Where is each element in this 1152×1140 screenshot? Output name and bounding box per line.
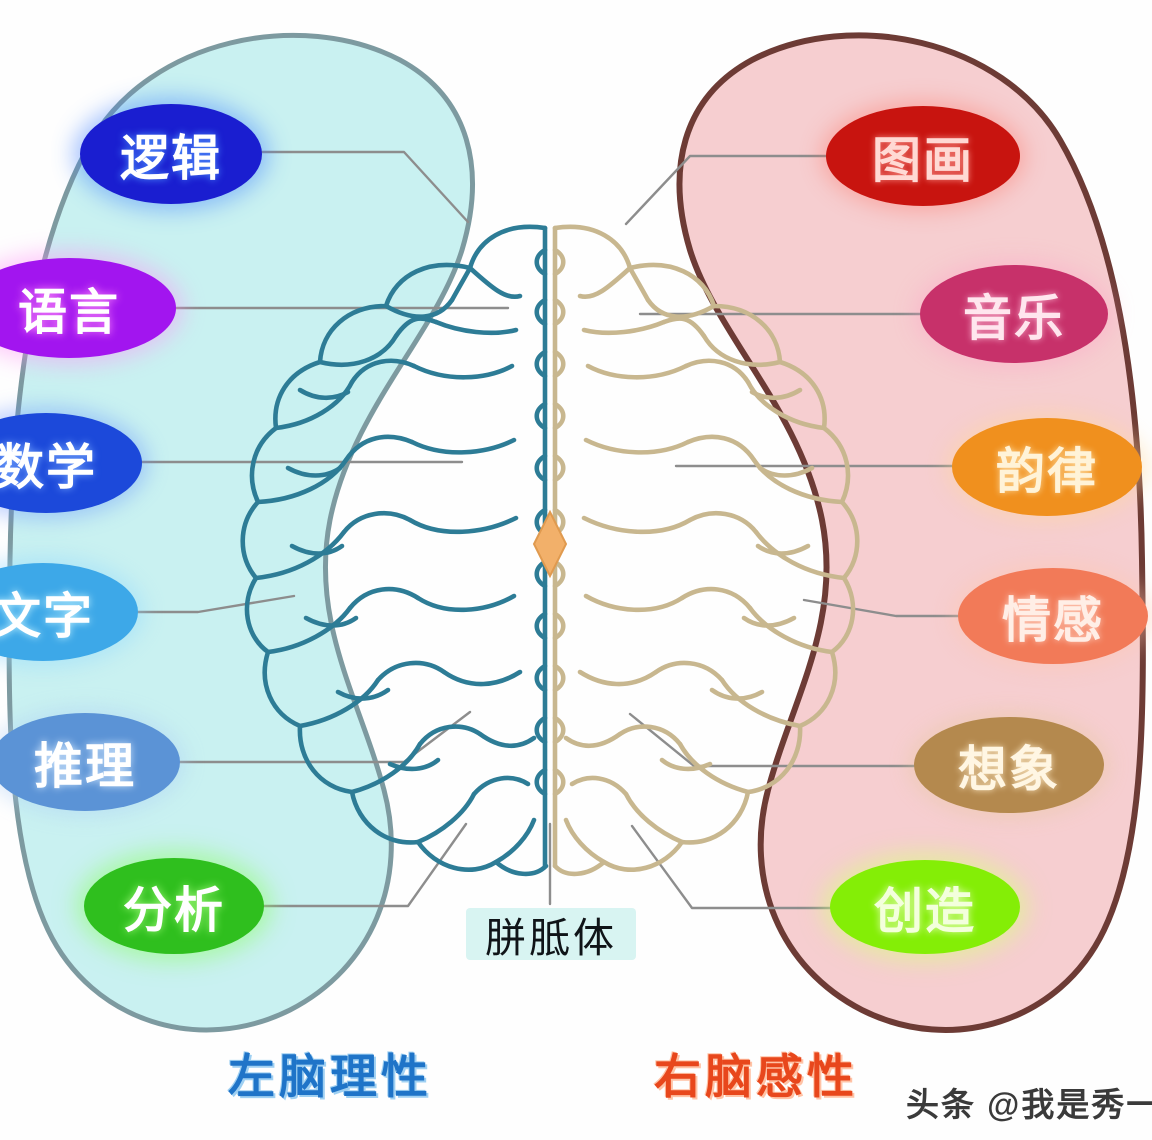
node-rhythm[interactable]: 韵律 — [952, 418, 1142, 516]
watermark-text: 头条 @我是秀一 — [906, 1086, 1152, 1123]
node-imagination-label: 想象 — [957, 742, 1060, 797]
node-creation-label: 创造 — [873, 884, 976, 939]
node-reasoning-label: 推理 — [33, 739, 136, 794]
right-brain-title-text: 右脑感性 — [654, 1050, 858, 1103]
node-logic[interactable]: 逻辑 — [80, 104, 262, 204]
node-math[interactable]: 数学 — [0, 413, 142, 513]
corpus-callosum-label: 胼胝体 — [466, 908, 636, 961]
node-music-label: 音乐 — [962, 291, 1065, 346]
node-math-label: 数学 — [0, 440, 97, 495]
node-emotion[interactable]: 情感 — [958, 568, 1148, 664]
node-language[interactable]: 语言 — [0, 258, 176, 358]
node-creation[interactable]: 创造 — [830, 860, 1020, 954]
brain-left-hemisphere — [240, 224, 549, 877]
left-brain-title: 左脑理性 — [228, 1038, 432, 1107]
node-rhythm-label: 韵律 — [995, 444, 1098, 499]
node-words[interactable]: 文字 — [0, 563, 138, 661]
node-logic-label: 逻辑 — [119, 131, 222, 186]
node-music[interactable]: 音乐 — [920, 265, 1108, 363]
node-picture[interactable]: 图画 — [826, 106, 1020, 206]
node-reasoning[interactable]: 推理 — [0, 713, 180, 811]
node-imagination[interactable]: 想象 — [914, 717, 1104, 813]
brain-right-hemisphere — [552, 224, 860, 877]
watermark: 头条 @我是秀一 — [906, 1078, 1152, 1126]
node-words-label: 文字 — [0, 589, 94, 644]
corpus-callosum-marker — [532, 509, 568, 579]
right-brain-title: 右脑感性 — [654, 1038, 858, 1107]
node-emotion-label: 情感 — [1001, 593, 1104, 648]
node-language-label: 语言 — [17, 285, 120, 340]
node-picture-label: 图画 — [871, 133, 974, 188]
left-brain-title-text: 左脑理性 — [228, 1050, 432, 1103]
node-analysis-label: 分析 — [122, 883, 225, 938]
corpus-callosum-text: 胼胝体 — [485, 915, 617, 961]
node-analysis[interactable]: 分析 — [84, 858, 264, 954]
